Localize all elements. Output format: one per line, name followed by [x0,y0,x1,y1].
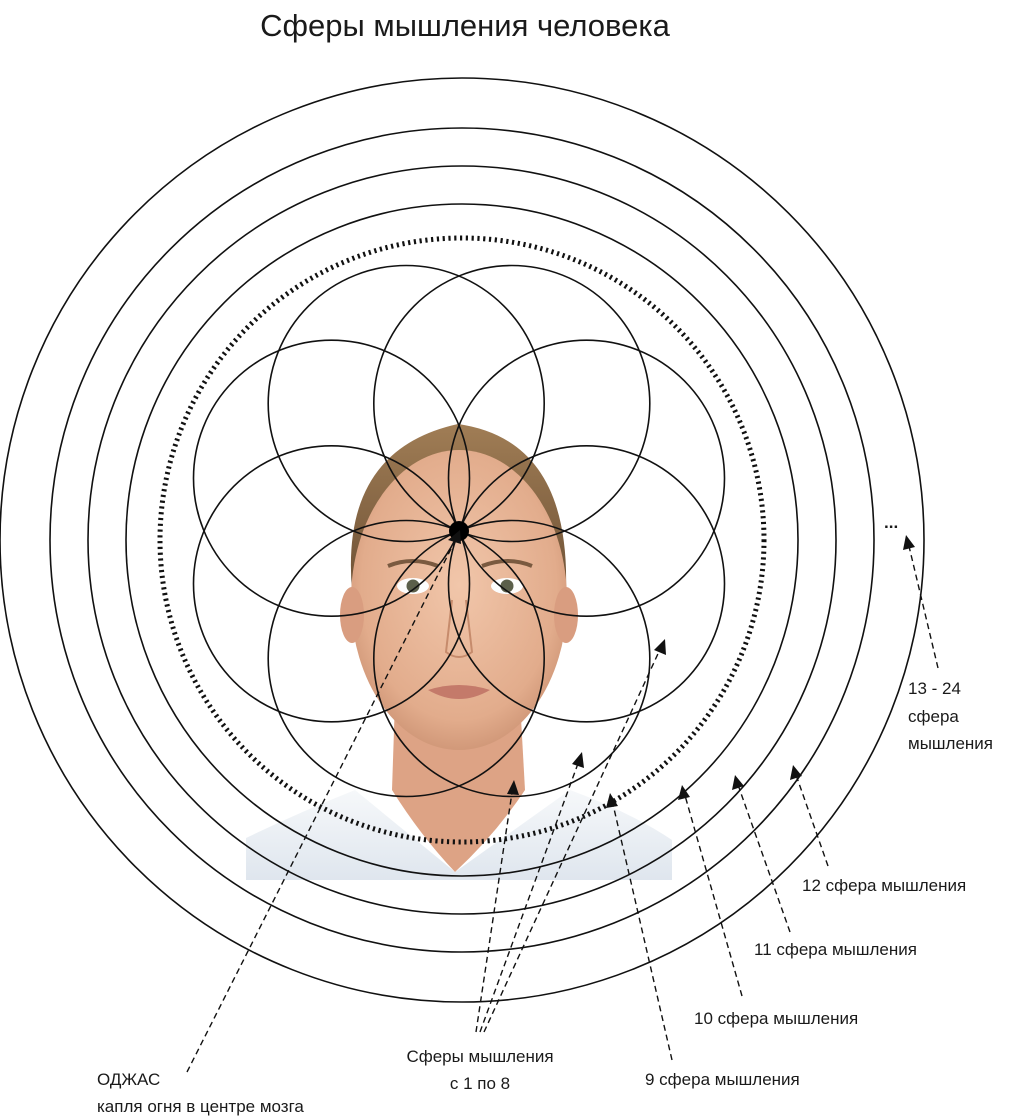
lips [428,685,490,699]
face-shape [351,450,567,750]
label-ojas-sub: капля огня в центре мозга [97,1097,304,1116]
arrow-spheres-b-head [572,752,584,768]
label-sphere-13-24-line2: сфера [908,707,959,726]
petal-circle-5 [267,519,546,798]
arrow-spheres-a-head [507,780,519,795]
petal-circle-2 [447,339,726,618]
petal-circle-3 [447,444,726,723]
label-sphere-11: 11 сфера мышления [754,940,917,959]
hair-shape [350,424,567,590]
petal-circle-4 [372,519,651,798]
right-eyebrow [481,559,533,568]
woman-portrait [246,424,672,880]
pointer-arrows [186,530,939,1073]
arrow-sphere-11-head [732,775,744,790]
arrow-sphere-13-24 [907,541,939,669]
ring-12 [49,127,875,953]
petal-circle-6 [192,444,471,723]
arrow-sphere-10-head [678,785,690,800]
label-ojas-title: ОДЖАС [97,1070,160,1089]
arrow-spheres-c [483,644,663,1033]
arrow-spheres-b [479,757,581,1033]
arrow-sphere-10 [683,791,743,997]
petal-circle-7 [192,339,471,618]
petal-circle-1 [372,264,651,543]
arrow-sphere-11 [736,781,791,933]
petal-circle-8 [267,264,546,543]
arrow-ojas-head [448,530,461,544]
label-spheres-1-8-line2: с 1 по 8 [450,1074,510,1093]
ellipsis-label: ... [884,513,898,532]
petal-circles [192,264,726,798]
ring-11 [87,165,837,915]
left-eyebrow [387,559,439,568]
outer-rings [0,77,925,1003]
label-sphere-9: 9 сфера мышления [645,1070,800,1089]
label-spheres-1-8-line1: Сферы мышления [406,1047,553,1066]
label-sphere-13-24-line3: мышления [908,734,993,753]
label-sphere-13-24-line1: 13 - 24 [908,679,961,698]
label-sphere-12: 12 сфера мышления [802,876,966,895]
ring-13-24 [0,77,925,1003]
arrow-spheres-c-head [654,639,666,655]
arrow-sphere-13-24-head [903,535,915,550]
arrow-sphere-9-head [606,793,618,808]
nose [444,599,474,658]
ring-10 [125,203,799,877]
diagram-title: Сферы мышления человека [260,8,671,43]
arrow-sphere-9 [611,799,673,1061]
label-sphere-10: 10 сфера мышления [694,1009,858,1028]
ring-9-dotted [157,235,767,845]
arrow-sphere-12 [794,771,829,867]
arrow-spheres-a [475,785,514,1033]
arrow-sphere-12-head [790,765,802,780]
left-iris [406,579,420,593]
